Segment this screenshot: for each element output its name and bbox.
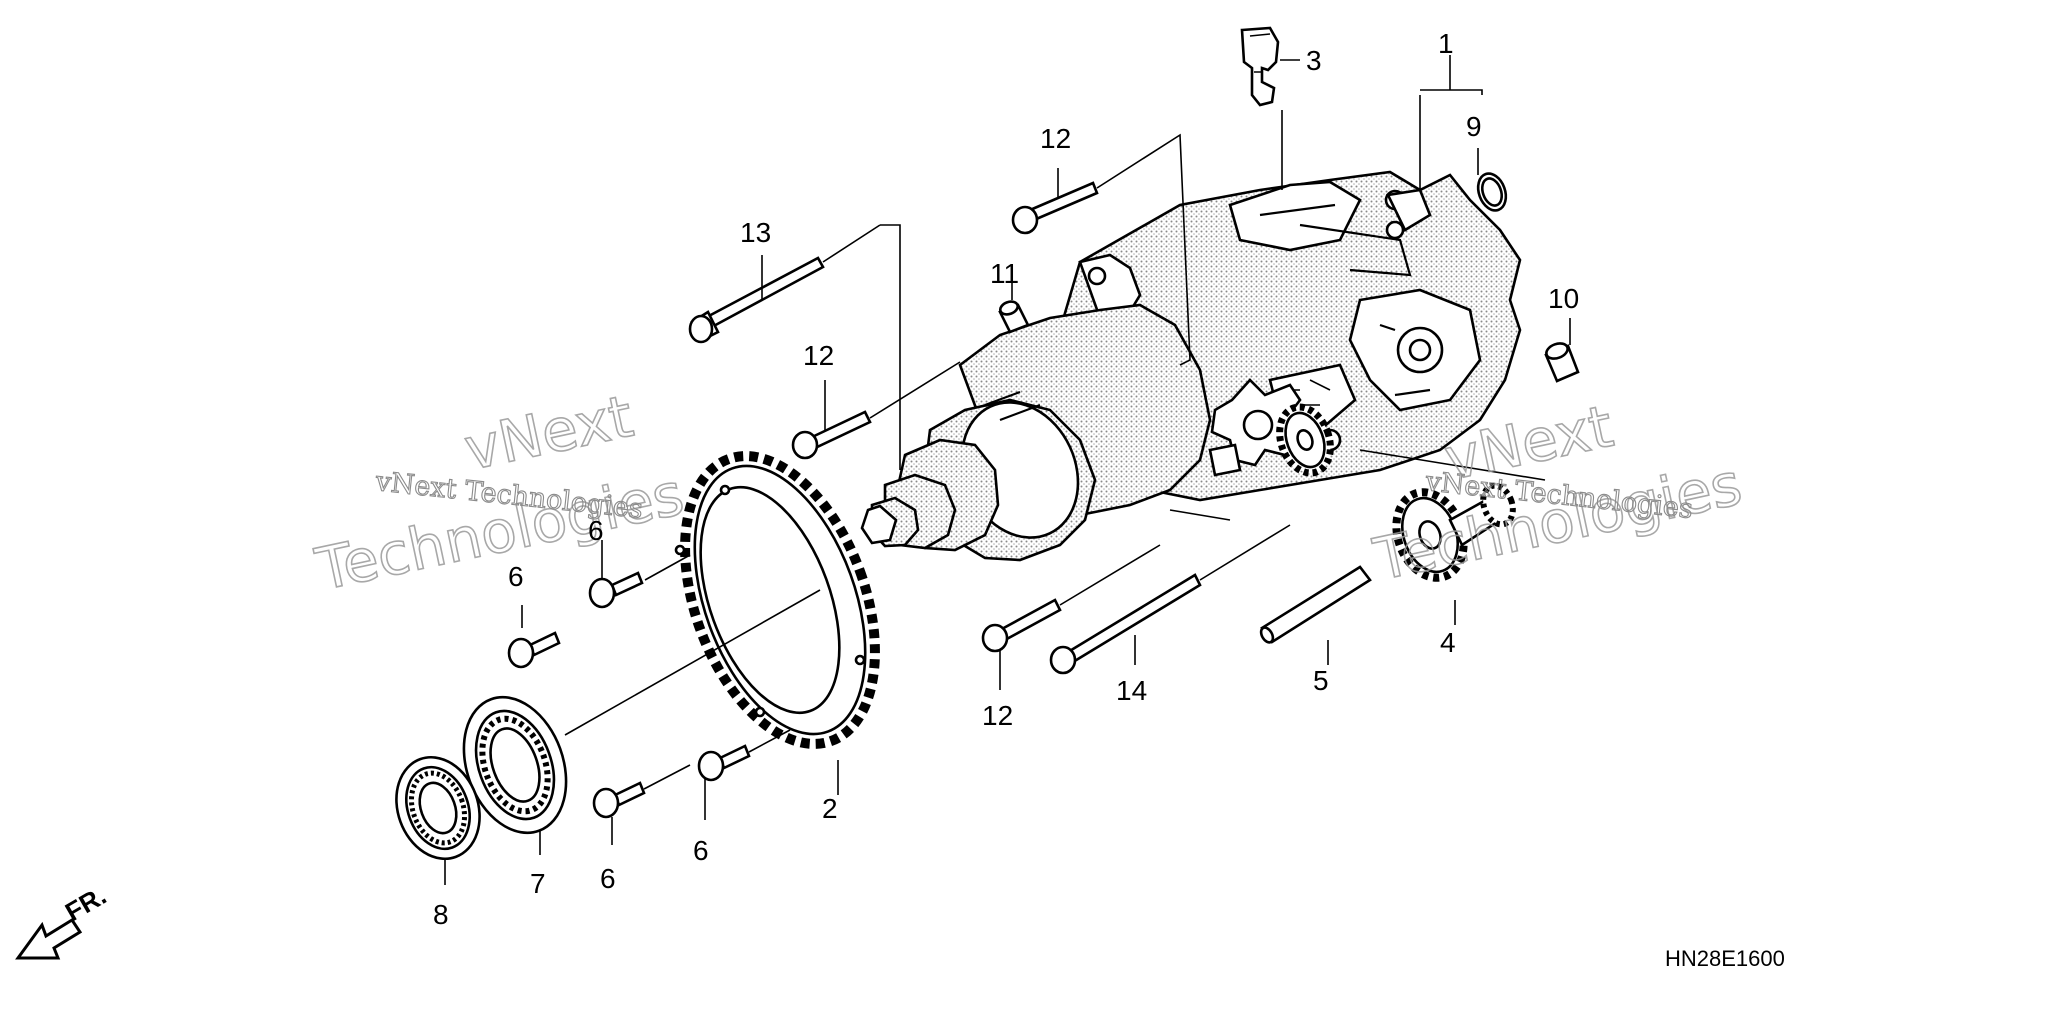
part-label-6c: 6: [693, 835, 709, 866]
part-label-12a: 12: [1040, 123, 1071, 154]
dowel-pin-10: [1544, 342, 1580, 383]
bolt-12-mid: [791, 410, 872, 460]
part-label-3: 3: [1306, 45, 1322, 76]
bolt-6-group: [507, 571, 751, 819]
part-label-12b: 12: [803, 340, 834, 371]
speed-sensor: [1240, 26, 1280, 107]
part-label-4: 4: [1440, 627, 1456, 658]
bolt-12-bottom: [981, 598, 1062, 653]
part-label-7: 7: [530, 868, 546, 899]
bolt-14: [1049, 573, 1202, 675]
starter-motor: [860, 253, 1342, 562]
watermark-left: vNext Technologies vNext Technologies: [309, 381, 690, 605]
idler-gear: [1276, 403, 1334, 477]
part-label-6b: 6: [508, 561, 524, 592]
bearing-large: [462, 695, 568, 835]
dowel-pin-11: [998, 300, 1030, 334]
leader-lines: [444, 55, 1571, 885]
part-label-11: 11: [990, 258, 1019, 289]
bearing-small: [395, 755, 481, 861]
bolt-12-top: [1011, 181, 1099, 235]
direction-label: FR.: [60, 880, 111, 927]
part-label-12c: 12: [982, 700, 1013, 731]
reduction-gear: [1392, 482, 1516, 582]
shaft: [1259, 565, 1372, 644]
part-label-5: 5: [1313, 665, 1329, 696]
o-ring: [1476, 172, 1508, 212]
part-label-6a: 6: [588, 515, 604, 546]
ring-gear: [674, 451, 880, 749]
part-label-14: 14: [1116, 675, 1147, 706]
part-label-8: 8: [433, 899, 449, 930]
part-label-1: 1: [1438, 28, 1454, 59]
part-label-13: 13: [740, 217, 771, 248]
front-direction-indicator: FR.: [15, 880, 111, 960]
arrow-down-left-icon: [15, 917, 83, 960]
part-label-10: 10: [1548, 283, 1579, 314]
bolt-13: [688, 256, 825, 344]
watermark-big-line1: vNext: [459, 382, 639, 484]
part-label-6d: 6: [600, 863, 616, 894]
part-labels: 1 2 3 4 5 6 6 6 6 7 8 9 10 11 12 12 12 1…: [433, 28, 1579, 930]
part-label-9: 9: [1466, 111, 1482, 142]
part-label-2: 2: [822, 793, 838, 824]
diagram-code: HN28E1600: [1665, 946, 1785, 971]
